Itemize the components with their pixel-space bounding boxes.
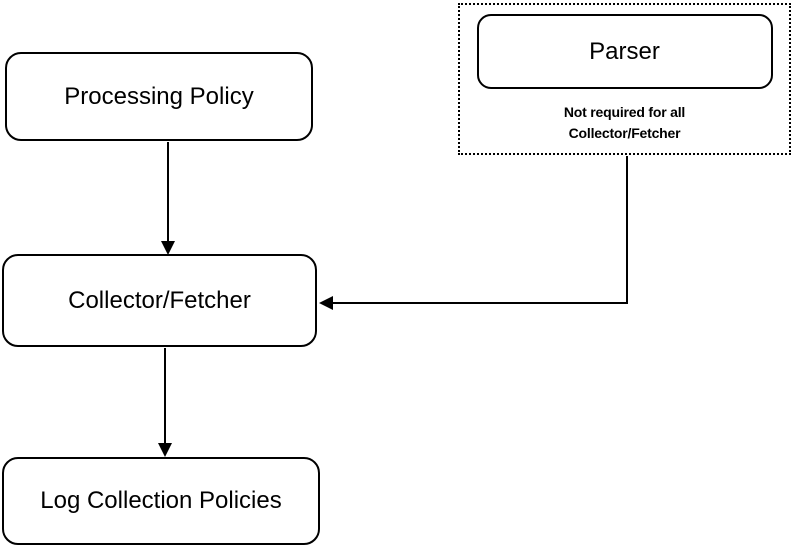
processing-policy-label: Processing Policy xyxy=(64,82,254,110)
parser-note-line2: Collector/Fetcher xyxy=(568,125,681,141)
parser-node: Parser xyxy=(476,14,773,89)
arrow-processing-to-collector xyxy=(161,142,175,255)
arrow-collector-to-log xyxy=(158,348,172,457)
parser-note: Not required for all Collector/Fetcher xyxy=(460,102,789,144)
collector-fetcher-node: Collector/Fetcher xyxy=(2,254,317,347)
parser-note-line1: Not required for all xyxy=(563,104,686,120)
collector-fetcher-label: Collector/Fetcher xyxy=(68,286,251,314)
arrow-parser-to-collector xyxy=(319,156,628,310)
log-collection-policies-node: Log Collection Policies xyxy=(2,457,320,545)
parser-group-container: Parser Not required for all Collector/Fe… xyxy=(458,3,791,155)
parser-label: Parser xyxy=(589,37,660,65)
processing-policy-node: Processing Policy xyxy=(5,52,313,141)
log-collection-policies-label: Log Collection Policies xyxy=(40,487,282,514)
